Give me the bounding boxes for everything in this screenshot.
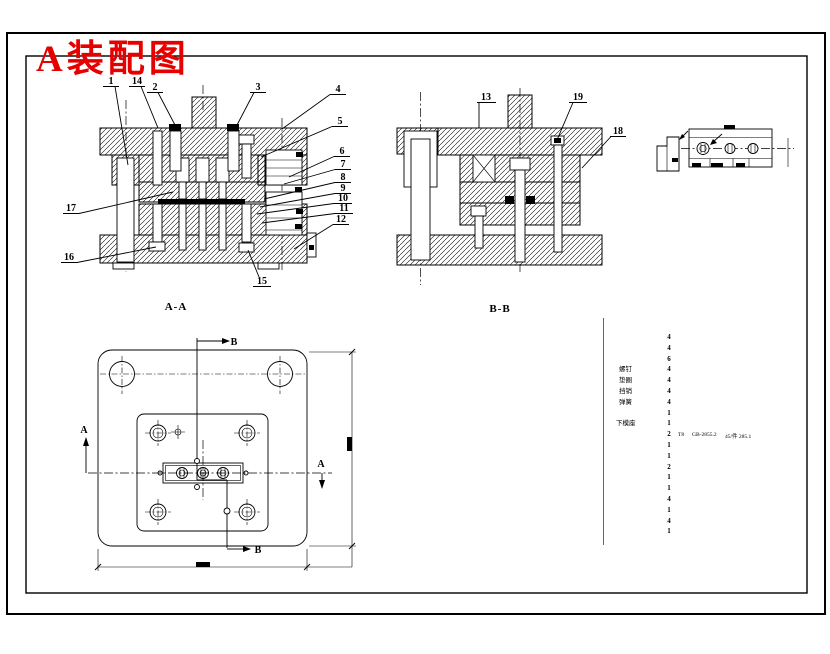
section-bb-label: B-B xyxy=(489,303,510,315)
part-name: 螺钉 xyxy=(619,364,633,373)
callout-8: 8 xyxy=(341,172,346,183)
part-name: 挡销 xyxy=(619,386,633,395)
aa-screws xyxy=(148,130,255,253)
qty-row: 4 xyxy=(667,333,671,341)
callout-19: 19 xyxy=(573,92,583,103)
callout-5: 5 xyxy=(338,116,343,127)
standard-cell: GB-2855.2 xyxy=(692,432,717,438)
bb-die-shank xyxy=(507,94,533,129)
callout-12: 12 xyxy=(336,214,346,225)
aa-callout-leaders xyxy=(61,86,353,287)
callout-15: 15 xyxy=(257,276,267,287)
callout-2: 2 xyxy=(153,82,158,93)
section-aa-label: A-A xyxy=(165,301,188,313)
qty-row: 2 xyxy=(667,463,671,471)
plan-centerlines xyxy=(88,440,332,500)
section-aa-view: 1 14 2 3 4 5 6 7 8 9 10 11 12 15 16 17 A… xyxy=(61,76,353,313)
aa-black-features xyxy=(158,124,314,250)
bb-right-rod xyxy=(550,135,565,253)
detail-arrow-left xyxy=(679,130,689,140)
bb-guide-pillar xyxy=(410,138,431,261)
strip-holes xyxy=(696,142,759,155)
qty-row: 1 xyxy=(667,484,671,492)
aa-springs xyxy=(265,149,303,236)
qty-row: 1 xyxy=(667,527,671,535)
bb-left-bolt xyxy=(470,205,487,249)
callout-14: 14 xyxy=(132,76,142,87)
qty-row: 4 xyxy=(667,495,671,503)
bb-center-bolt xyxy=(505,157,535,263)
aa-foot-right xyxy=(257,262,280,270)
parts-list-names: 螺钉 垫圈 挡销 弹簧 下模座 xyxy=(616,364,636,427)
qty-row: 1 xyxy=(667,441,671,449)
callout-1: 1 xyxy=(109,76,114,87)
qty-row: 1 xyxy=(667,409,671,417)
material-cell: T8 xyxy=(678,432,684,438)
plan-section-line-a xyxy=(83,437,325,489)
part-name: 下模座 xyxy=(616,418,636,427)
qty-row: 6 xyxy=(667,355,671,363)
note-cell: 45/件 285.1 xyxy=(725,432,752,440)
callout-18: 18 xyxy=(613,126,623,137)
outer-border-frame xyxy=(6,32,826,615)
qty-row: 2 xyxy=(667,430,671,438)
callout-10: 10 xyxy=(338,193,348,204)
qty-row: 4 xyxy=(667,387,671,395)
section-letter-b-bottom: B xyxy=(255,545,262,556)
part-name: 垫圈 xyxy=(619,375,632,384)
section-letter-a-left: A xyxy=(80,425,88,436)
inner-border-frame xyxy=(25,55,808,594)
parts-list: 4 4 6 4 4 4 4 1 1 2 1 1 2 1 1 4 1 4 1 螺钉… xyxy=(603,318,752,545)
qty-row: 4 xyxy=(667,517,671,525)
detail-arrow-hole xyxy=(710,133,723,145)
callout-11: 11 xyxy=(339,203,348,214)
bb-lower-die-plate xyxy=(396,234,603,266)
aa-guide-pillar xyxy=(116,157,135,263)
page-title: A装配图 xyxy=(36,38,190,80)
qty-row: 1 xyxy=(667,506,671,514)
plan-view: B B A A xyxy=(80,337,356,571)
bb-upper-die-plate xyxy=(437,127,603,156)
part-name: 弹簧 xyxy=(619,397,633,406)
aa-die-shank xyxy=(191,96,217,129)
qty-row: 1 xyxy=(667,419,671,427)
detail-profile-part xyxy=(656,136,680,172)
callout-13: 13 xyxy=(481,92,491,103)
qty-row: 1 xyxy=(667,473,671,481)
section-bb-view: 13 19 18 B-B xyxy=(396,88,626,315)
qty-row: 4 xyxy=(667,398,671,406)
qty-row: 1 xyxy=(667,452,671,460)
plan-counterbore-holes xyxy=(145,420,260,525)
qty-row: 4 xyxy=(667,344,671,352)
plan-section-line-b xyxy=(194,338,251,552)
callout-9: 9 xyxy=(341,183,346,194)
callout-17: 17 xyxy=(66,203,76,214)
strip-dim-marks xyxy=(692,125,745,167)
parts-list-quantities: 4 4 6 4 4 4 4 1 1 2 1 1 2 1 1 4 1 4 1 xyxy=(667,333,671,535)
strip-layout-detail xyxy=(656,125,794,172)
callout-6: 6 xyxy=(340,146,345,157)
callout-3: 3 xyxy=(256,82,261,93)
aa-foot-left xyxy=(112,262,135,270)
qty-row: 4 xyxy=(667,376,671,384)
section-letter-a-right: A xyxy=(317,459,325,470)
aa-stock-strip xyxy=(158,199,245,204)
qty-row: 4 xyxy=(667,365,671,373)
section-letter-b-top: B xyxy=(231,337,238,348)
callout-7: 7 xyxy=(341,159,346,170)
bb-x-box xyxy=(472,154,496,183)
callout-4: 4 xyxy=(336,84,341,95)
callout-16: 16 xyxy=(64,252,74,263)
parts-list-material-row: T8 GB-2855.2 45/件 285.1 xyxy=(678,432,752,440)
bb-callout-leaders xyxy=(477,102,626,169)
plan-dimensions xyxy=(94,348,356,571)
